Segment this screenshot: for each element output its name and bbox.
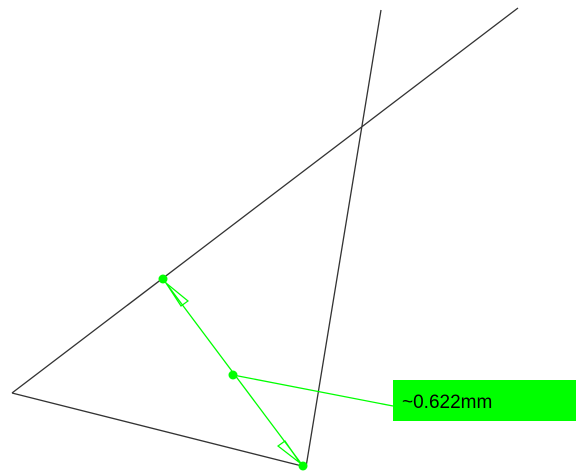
measure-midpoint[interactable] (228, 370, 238, 380)
measurement-value: ~0.622mm (402, 392, 492, 413)
distance-measurement[interactable]: ~0.622mm (158, 274, 577, 471)
sketch-line-long-diagonal[interactable] (11, 7, 519, 394)
arrowhead-start-icon (165, 282, 189, 307)
measurement-label-box (393, 380, 576, 421)
sketch-line-steep[interactable] (305, 9, 382, 468)
dimension-leader-line (232, 374, 394, 407)
sketch-line-bottom[interactable] (11, 392, 307, 468)
measure-endpoint-bottom[interactable] (298, 461, 308, 471)
measure-endpoint-top[interactable] (158, 274, 168, 284)
arrowhead-end-icon (276, 440, 301, 464)
measurement-label[interactable]: ~0.622mm (393, 380, 576, 421)
